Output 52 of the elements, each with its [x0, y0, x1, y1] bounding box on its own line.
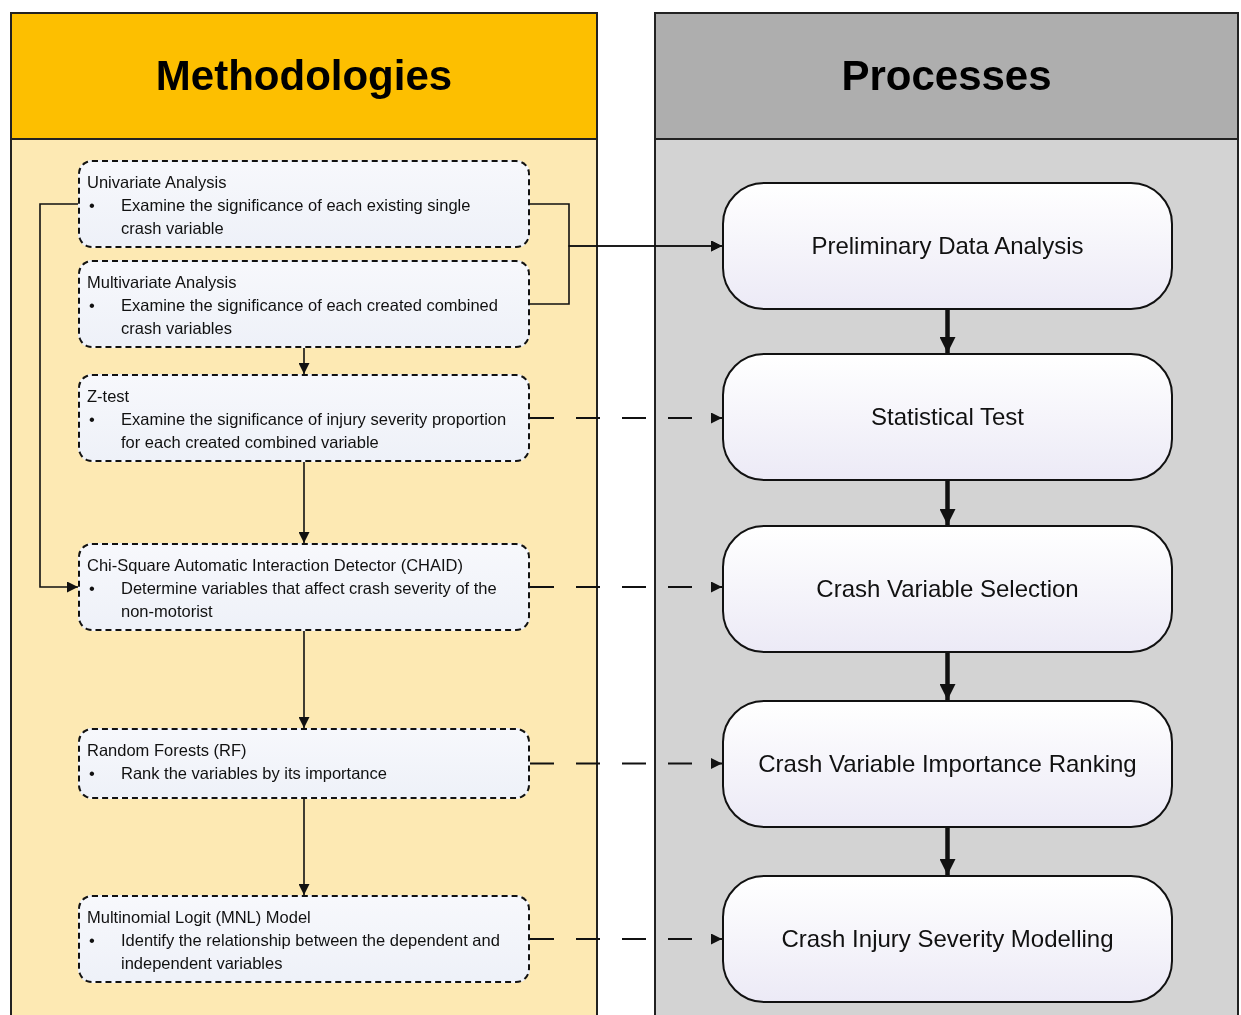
bullet-text: Examine the significance of each existing single crash variable: [121, 195, 472, 239]
bullet-marker: •: [89, 195, 95, 216]
bullet-text: Rank the variables by its importance: [121, 763, 388, 784]
method-box: [78, 728, 530, 799]
arrow: [529, 240, 723, 305]
method-title: Chi-Square Automatic Interaction Detector (CHAID): [87, 555, 464, 576]
arrow: [298, 347, 310, 375]
arrow: [298, 461, 310, 544]
arrow: [298, 798, 310, 896]
method-box: [78, 374, 530, 462]
lane-header: Processes: [656, 14, 1237, 140]
arrow: [298, 630, 310, 729]
bullet-marker: •: [89, 930, 95, 951]
process-box: [722, 353, 1173, 481]
method-box: [78, 895, 530, 983]
bullet-text: Examine the significance of each created combined crash variables: [121, 295, 499, 339]
process-label: Crash Variable Importance Ranking: [758, 750, 1137, 778]
process-box: [722, 182, 1173, 310]
lane-header: Methodologies: [12, 14, 596, 140]
arrow: [529, 933, 723, 945]
method-box: [78, 543, 530, 631]
process-label: Statistical Test: [871, 403, 1024, 431]
bullet-marker: •: [89, 295, 95, 316]
arrow: [529, 581, 723, 593]
bullet-marker: •: [89, 763, 95, 784]
process-label: Crash Injury Severity Modelling: [781, 925, 1114, 953]
process-label: Crash Variable Selection: [816, 575, 1079, 603]
process-box: [722, 525, 1173, 653]
method-title: Multinomial Logit (MNL) Model: [87, 907, 312, 928]
method-box: [78, 260, 530, 348]
method-box: [78, 160, 530, 248]
arrow: [939, 653, 956, 700]
swimlane: [10, 12, 598, 1015]
arrow: [939, 310, 956, 353]
arrow: [529, 412, 723, 424]
process-box: [722, 875, 1173, 1003]
bullet-marker: •: [89, 409, 95, 430]
method-title: Z-test: [87, 386, 131, 407]
bullet-marker: •: [89, 578, 95, 599]
arrow: [529, 758, 723, 769]
method-title: Random Forests (RF): [87, 740, 248, 761]
arrow: [39, 203, 79, 593]
process-label: Preliminary Data Analysis: [811, 232, 1084, 260]
swimlane: [654, 12, 1239, 1015]
method-title: Univariate Analysis: [87, 172, 228, 193]
bullet-text: Examine the significance of injury severity proportion for each created combined variable: [121, 409, 508, 453]
bullet-text: Identify the relationship between the dependent and independent variables: [121, 930, 501, 974]
arrow: [939, 481, 956, 525]
arrow: [939, 828, 956, 875]
method-title: Multivariate Analysis: [87, 272, 238, 293]
process-box: [722, 700, 1173, 828]
bullet-text: Determine variables that affect crash severity of the non-motorist: [121, 578, 498, 622]
